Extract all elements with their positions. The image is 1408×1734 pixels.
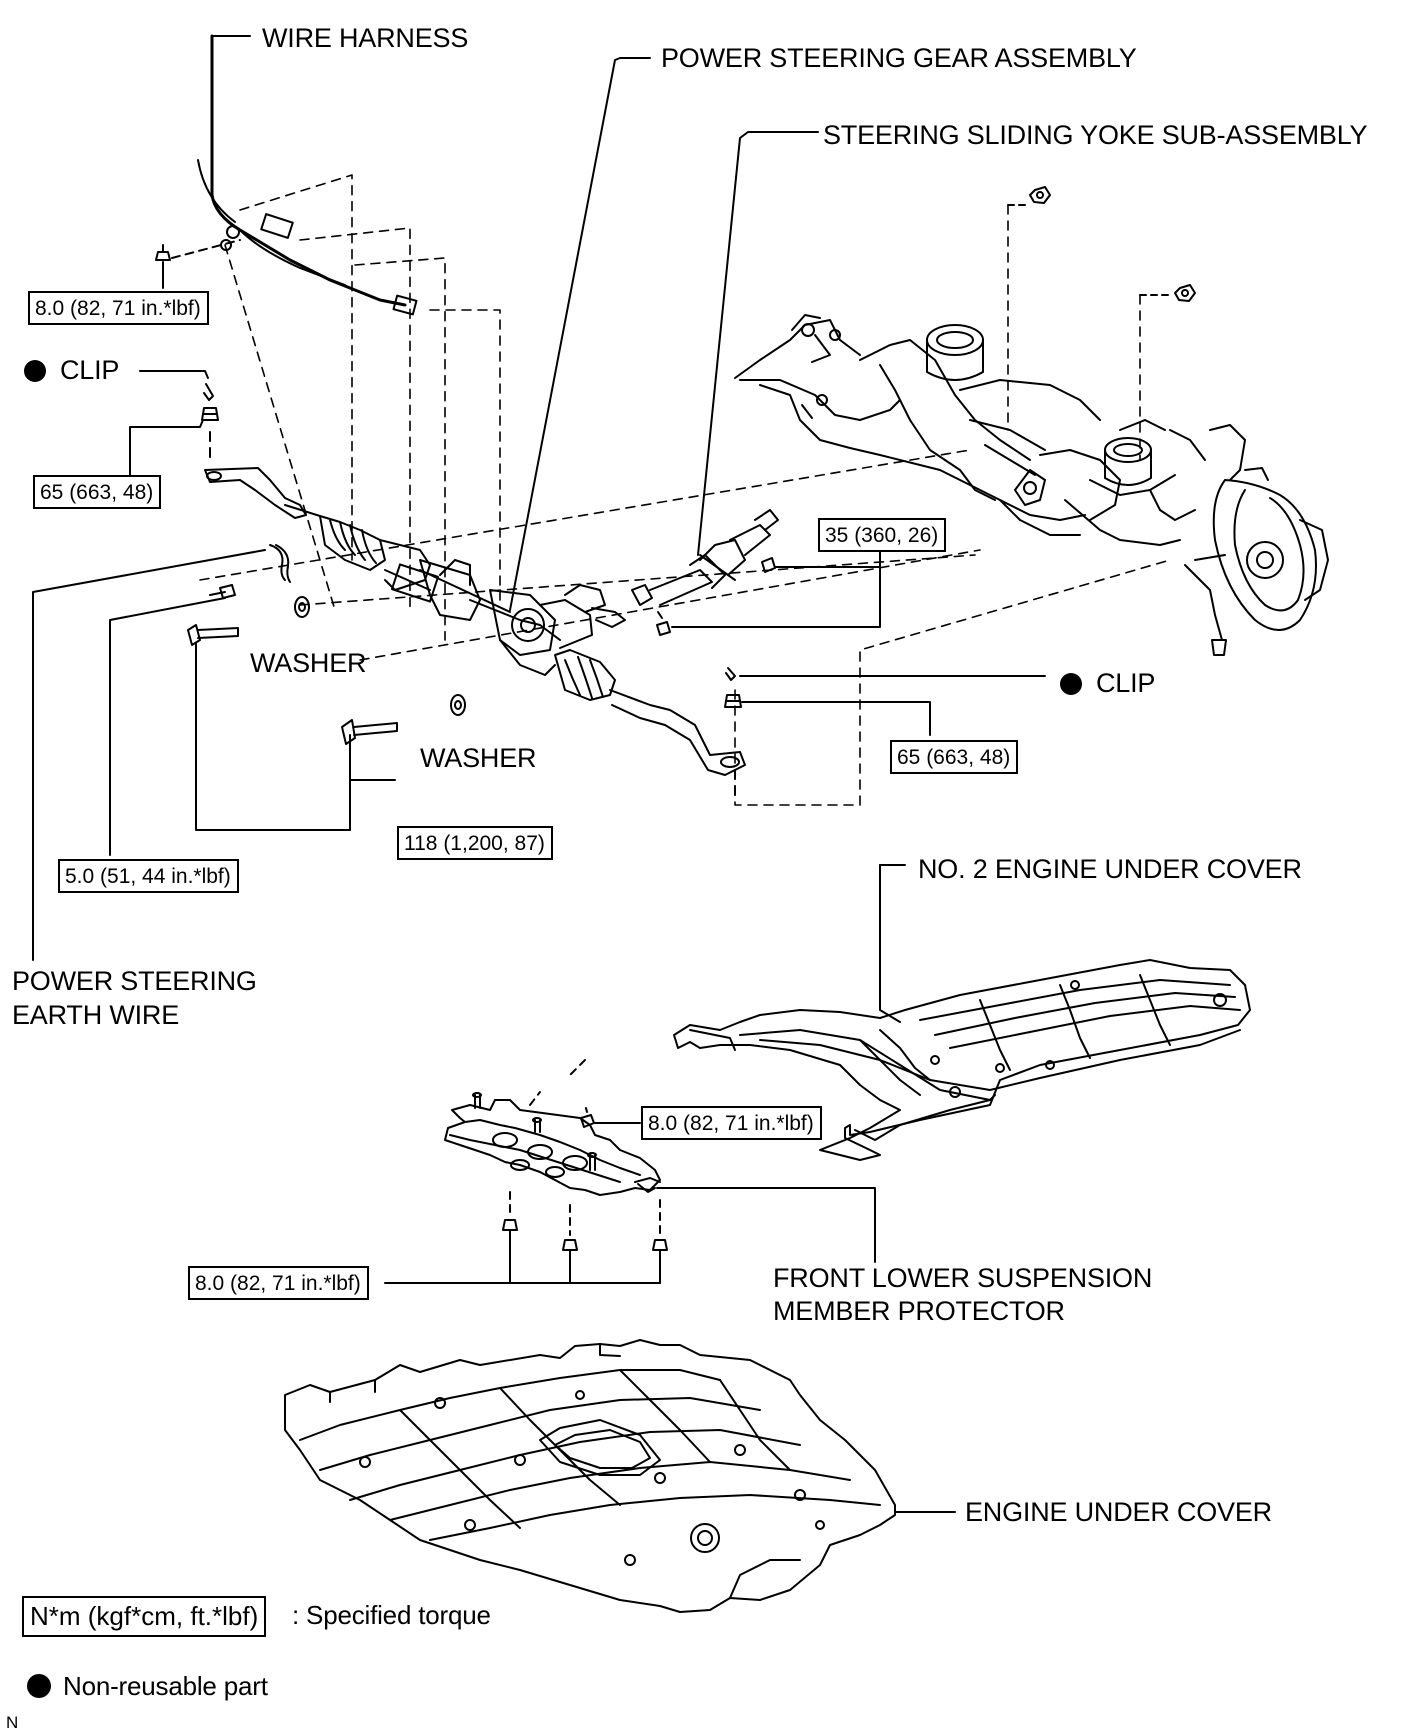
earth-bolt <box>209 584 236 599</box>
non-reusable-dot-icon <box>27 1674 51 1698</box>
clip-right <box>724 667 1046 708</box>
non-reusable-dot-icon <box>1060 673 1082 695</box>
nut-top-left <box>1029 186 1051 204</box>
washer-upper <box>294 596 310 618</box>
torque-protector-lower: 8.0 (82, 71 in.*lbf) <box>188 1266 369 1301</box>
wire-harness-part <box>197 34 418 316</box>
legend-nonreusable-text: Non-reusable part <box>63 1671 268 1701</box>
front-suspension-crossmember <box>734 314 1206 546</box>
washer-lower-label: WASHER <box>420 743 537 773</box>
torque-yoke-bolt: 35 (360, 26) <box>818 518 947 553</box>
corner-mark: N <box>6 1713 19 1732</box>
earth-wire-label-line2: EARTH WIRE <box>12 1000 180 1030</box>
earth-wire-label-line1: POWER STEERING <box>12 966 257 996</box>
legend-torque-unit: N*m (kgf*cm, ft.*lbf) <box>22 1596 267 1637</box>
power-steering-gear-assembly <box>319 515 626 676</box>
torque-earth-bolt: 5.0 (51, 44 in.*lbf) <box>58 859 239 894</box>
nut-top-right <box>1174 284 1196 302</box>
left-tie-rod <box>204 431 321 519</box>
power-steering-earth-wire <box>269 544 291 583</box>
clip-right-label: CLIP <box>1060 670 1155 697</box>
protector-label-line2: MEMBER PROTECTOR <box>773 1296 1065 1326</box>
clip-left <box>139 370 219 421</box>
gear-bolt-lower <box>341 719 398 745</box>
sliding-yoke-label: STEERING SLIDING YOKE SUB-ASSEMBLY <box>823 120 1368 150</box>
washer-upper-label: WASHER <box>250 648 367 678</box>
gear-bolt-upper <box>187 624 239 646</box>
torque-protector-upper: 8.0 (82, 71 in.*lbf) <box>641 1106 822 1141</box>
clip-right-text: CLIP <box>1096 668 1156 698</box>
suspension-member-protector <box>444 1092 661 1196</box>
legend-torque-desc: : Specified torque <box>292 1600 491 1630</box>
no2-engine-under-cover <box>673 959 1251 1161</box>
wire-harness-label: WIRE HARNESS <box>262 23 469 53</box>
harness-bolt <box>155 244 171 261</box>
engine-under-cover <box>284 1339 896 1613</box>
torque-gear-bolts: 118 (1,200, 87) <box>397 826 553 861</box>
engine-under-cover-label: ENGINE UNDER COVER <box>965 1497 1272 1527</box>
torque-harness-bolt: 8.0 (82, 71 in.*lbf) <box>28 291 209 326</box>
clip-left-text: CLIP <box>60 355 120 385</box>
protector-bolts-lower <box>502 1219 668 1261</box>
legend-nonreusable: Non-reusable part <box>27 1673 268 1699</box>
protector-label-line1: FRONT LOWER SUSPENSION <box>773 1263 1153 1293</box>
non-reusable-dot-icon <box>24 360 46 382</box>
washer-lower <box>450 694 466 716</box>
steering-knuckle-hub <box>1184 424 1329 656</box>
yoke-bolt-upper <box>761 557 776 573</box>
right-tie-rod <box>554 649 746 801</box>
torque-tie-rod-nut-left: 65 (663, 48) <box>33 475 162 510</box>
ps-gear-assembly-label: POWER STEERING GEAR ASSEMBLY <box>661 43 1137 73</box>
torque-tie-rod-nut-right: 65 (663, 48) <box>890 740 1019 775</box>
clip-left-label: CLIP <box>24 357 119 384</box>
no2-under-cover-label: NO. 2 ENGINE UNDER COVER <box>918 854 1302 884</box>
steering-sliding-yoke <box>631 509 779 606</box>
yoke-bolt-lower <box>656 611 671 636</box>
